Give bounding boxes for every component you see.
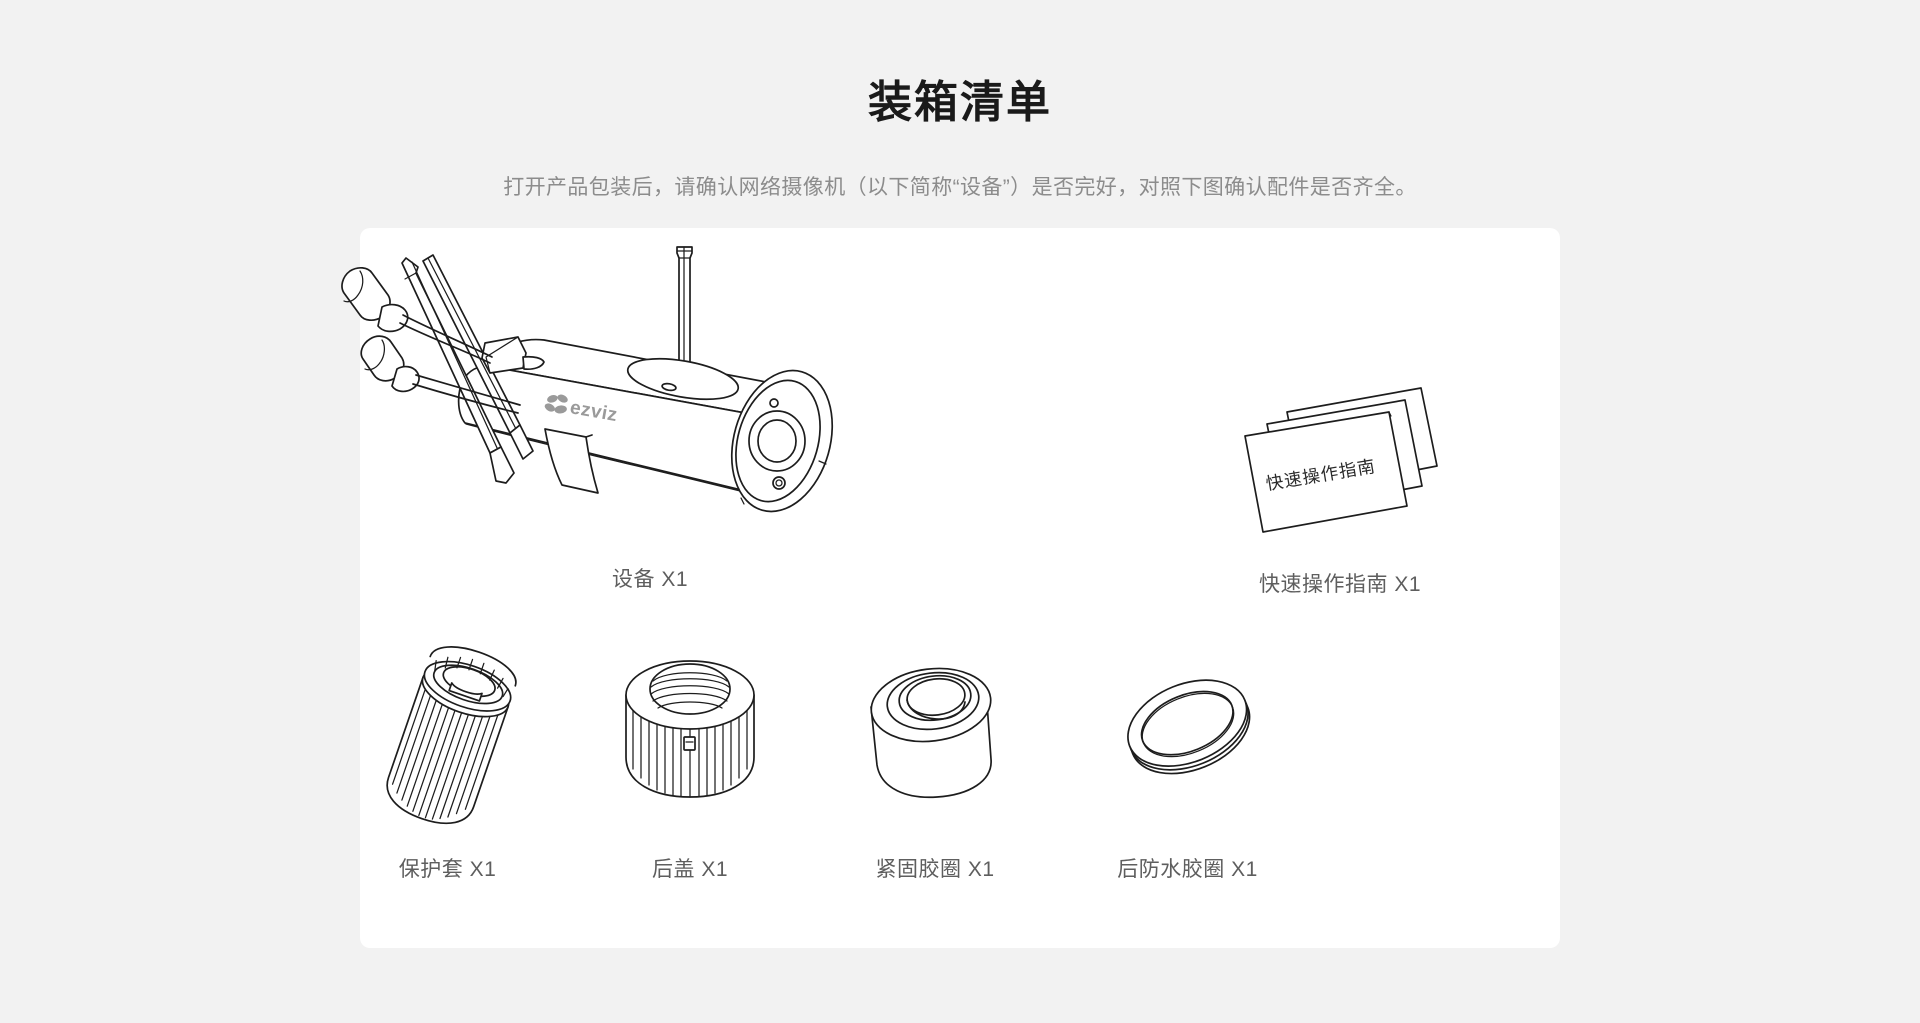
page-subtitle: 打开产品包装后，请确认网络摄像机（以下简称“设备”）是否完好，对照下图确认配件是… — [503, 176, 1417, 199]
antenna-folded-secondary — [422, 254, 534, 460]
waterproof-illustration-wrap — [1060, 645, 1315, 805]
fastening-rubber-ring-illustration — [870, 667, 992, 799]
sleeve-label: 保护套 X1 — [398, 858, 497, 881]
sleeve-collar-ribs — [433, 656, 509, 698]
packing-item-guide: 快速操作指南 快速操作指南 X1 — [1215, 370, 1465, 596]
rear-cover-illustration — [625, 660, 755, 798]
power-cable-lower — [360, 335, 521, 414]
rearcover-label: 后盖 X1 — [651, 858, 729, 881]
booklet-sheet-front: 快速操作指南 — [1244, 411, 1408, 533]
packing-item-waterproof: 后防水胶圈 X1 — [1060, 645, 1315, 881]
fastening-label: 紧固胶圈 X1 — [875, 858, 995, 881]
page-title: 装箱清单 — [868, 78, 1052, 128]
connector-block — [481, 336, 545, 374]
sleeve-illustration-wrap — [325, 645, 570, 840]
network-camera-illustration: ezviz — [341, 246, 834, 513]
ezviz-petal-mark — [544, 394, 568, 414]
sleeve-ribs — [391, 684, 500, 820]
packing-item-sleeve: 保护套 X1 — [325, 645, 570, 881]
rearcover-illustration-wrap — [570, 645, 810, 820]
rearcover-threads — [650, 672, 730, 709]
booklet-illustration: 快速操作指南 — [1244, 387, 1438, 533]
device-label: 设备 X1 — [611, 568, 689, 591]
packing-item-device: ezviz — [330, 245, 970, 591]
device-illustration-wrap: ezviz — [330, 245, 970, 545]
waterproof-label: 后防水胶圈 X1 — [1117, 858, 1258, 881]
guide-illustration-wrap: 快速操作指南 — [1215, 370, 1465, 550]
protective-sleeve-illustration — [385, 646, 517, 825]
guide-label: 快速操作指南 X1 — [1258, 573, 1422, 596]
packing-item-fastening: 紧固胶圈 X1 — [815, 645, 1055, 881]
antenna-folded — [401, 257, 515, 484]
power-cable-upper — [341, 267, 493, 364]
rear-waterproof-ring-illustration — [1126, 679, 1250, 775]
packing-item-rearcover: 后盖 X1 — [570, 645, 810, 881]
camera-lens-face — [730, 369, 834, 513]
fastening-illustration-wrap — [815, 645, 1055, 815]
antenna-upright — [676, 246, 693, 382]
